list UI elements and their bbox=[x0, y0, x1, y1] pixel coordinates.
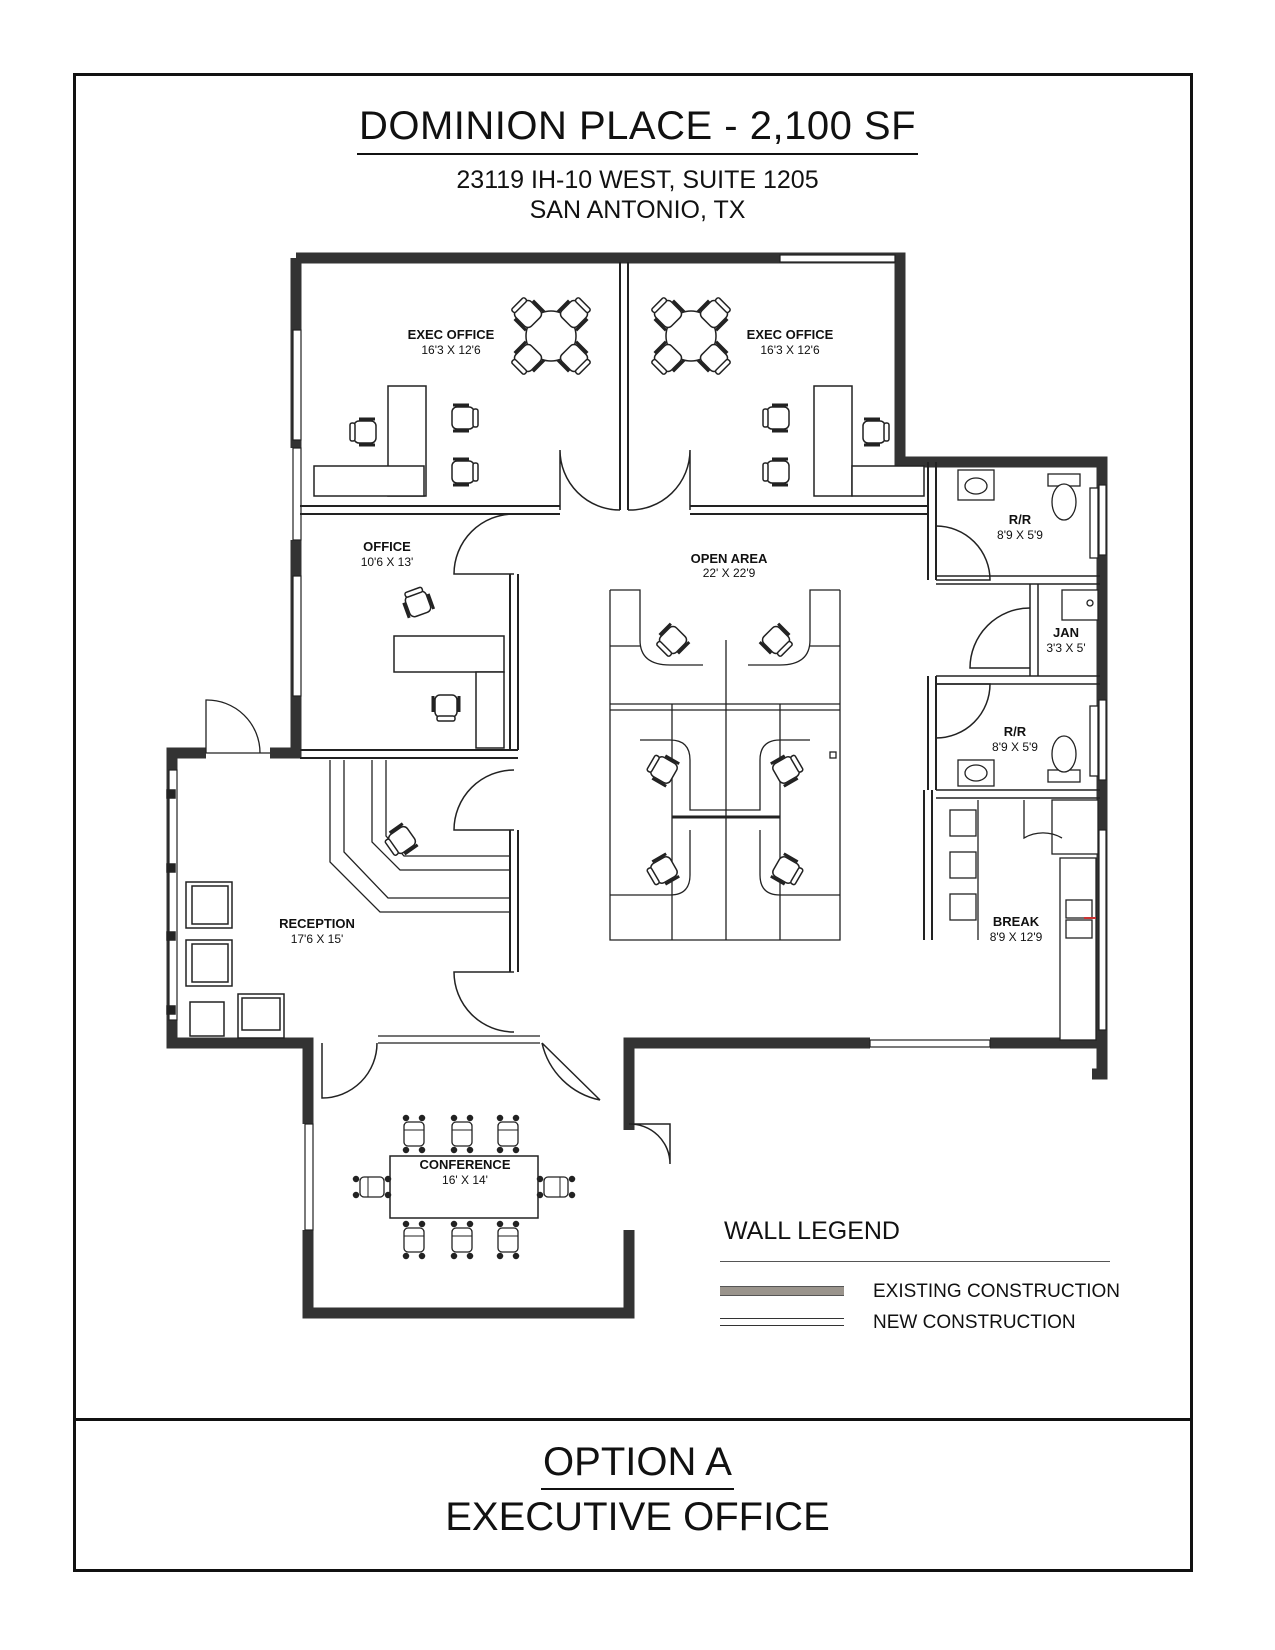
room-labels: EXEC OFFICE 16'3 X 12'6 EXEC OFFICE 16'3… bbox=[279, 327, 1086, 1187]
room-size: 8'9 X 5'9 bbox=[992, 740, 1038, 754]
reception-furniture bbox=[329, 760, 510, 913]
existing-wall-swatch bbox=[720, 1286, 844, 1296]
room-size: 10'6 X 13' bbox=[361, 555, 414, 569]
room-name: EXEC OFFICE bbox=[408, 327, 495, 342]
plumbing-fixtures bbox=[949, 469, 1099, 1041]
walls bbox=[166, 252, 1108, 1319]
workstations bbox=[609, 589, 841, 941]
room-size: 8'9 X 5'9 bbox=[997, 528, 1043, 542]
legend-rule bbox=[720, 1261, 1110, 1262]
exec-office-furniture bbox=[313, 292, 925, 497]
room-size: 16'3 X 12'6 bbox=[760, 343, 820, 357]
room-name: OPEN AREA bbox=[691, 551, 768, 566]
room-size: 16'3 X 12'6 bbox=[421, 343, 481, 357]
option-subtitle: EXECUTIVE OFFICE bbox=[445, 1495, 830, 1539]
legend-existing-label: EXISTING CONSTRUCTION bbox=[873, 1281, 1121, 1302]
room-size: 17'6 X 15' bbox=[291, 932, 344, 946]
address-line-2: SAN ANTONIO, TX bbox=[529, 196, 746, 224]
office-furniture bbox=[393, 583, 505, 749]
room-name: OFFICE bbox=[363, 539, 411, 554]
option-label: OPTION A bbox=[0, 1440, 1275, 1490]
new-wall-swatch bbox=[720, 1318, 844, 1326]
room-name: JAN bbox=[1053, 625, 1079, 640]
room-name: R/R bbox=[1004, 724, 1027, 739]
room-name: CONFERENCE bbox=[419, 1157, 510, 1172]
doors bbox=[205, 449, 1031, 1165]
plan-title: DOMINION PLACE - 2,100 SF bbox=[0, 104, 1275, 155]
legend-title: WALL LEGEND bbox=[724, 1217, 900, 1245]
drawing-frame bbox=[73, 73, 1193, 1572]
address-line-1: 23119 IH-10 WEST, SUITE 1205 bbox=[456, 166, 819, 194]
room-name: R/R bbox=[1009, 512, 1032, 527]
room-name: EXEC OFFICE bbox=[747, 327, 834, 342]
room-name: BREAK bbox=[993, 914, 1040, 929]
room-size: 16' X 14' bbox=[442, 1173, 488, 1187]
legend-new-label: NEW CONSTRUCTION bbox=[873, 1312, 1076, 1333]
title-block-divider bbox=[73, 1418, 1193, 1421]
room-size: 22' X 22'9 bbox=[703, 566, 756, 580]
room-name: RECEPTION bbox=[279, 916, 355, 931]
conference-furniture bbox=[352, 1114, 576, 1260]
room-size: 3'3 X 5' bbox=[1046, 641, 1085, 655]
room-size: 8'9 X 12'9 bbox=[990, 930, 1043, 944]
